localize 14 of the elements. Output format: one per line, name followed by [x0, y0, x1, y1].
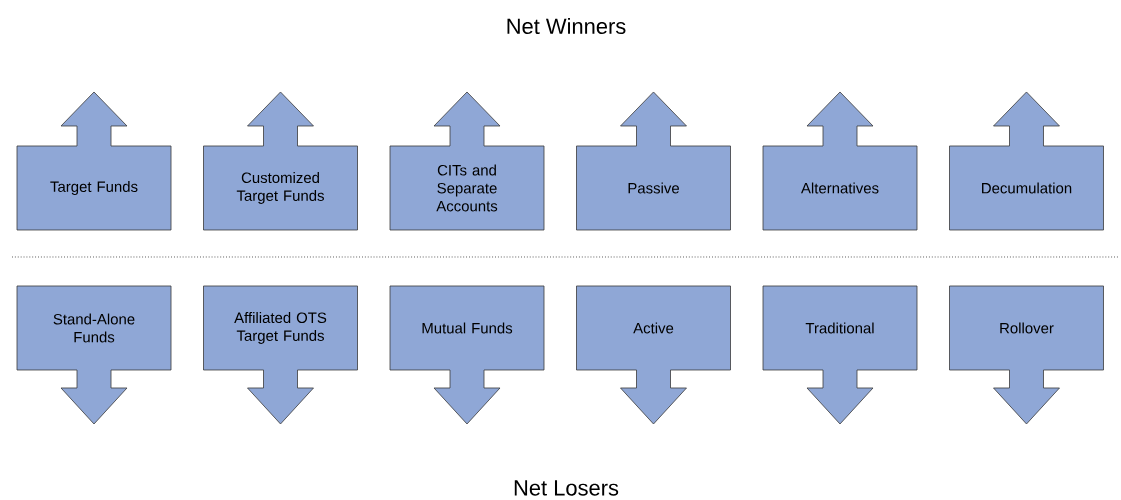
- arrow-box: Rollover: [949, 285, 1104, 425]
- arrow-box: Affiliated OTS Target Funds: [203, 285, 358, 425]
- arrow-box: Active: [576, 285, 731, 425]
- arrow-box: Traditional: [762, 285, 918, 425]
- arrow-box: Target Funds: [16, 91, 172, 231]
- arrow-box: Customized Target Funds: [203, 91, 358, 231]
- arrow-box: Stand-Alone Funds: [16, 285, 172, 425]
- arrow-box: Decumulation: [949, 91, 1104, 231]
- arrow-box: Passive: [576, 91, 731, 231]
- heading: Net Winners: [507, 17, 626, 35]
- arrow-box: Mutual Funds: [389, 285, 545, 425]
- heading: Net Losers: [514, 480, 619, 496]
- arrow-box: CITs and Separate Accounts: [389, 91, 545, 231]
- arrow-box: Alternatives: [762, 91, 918, 231]
